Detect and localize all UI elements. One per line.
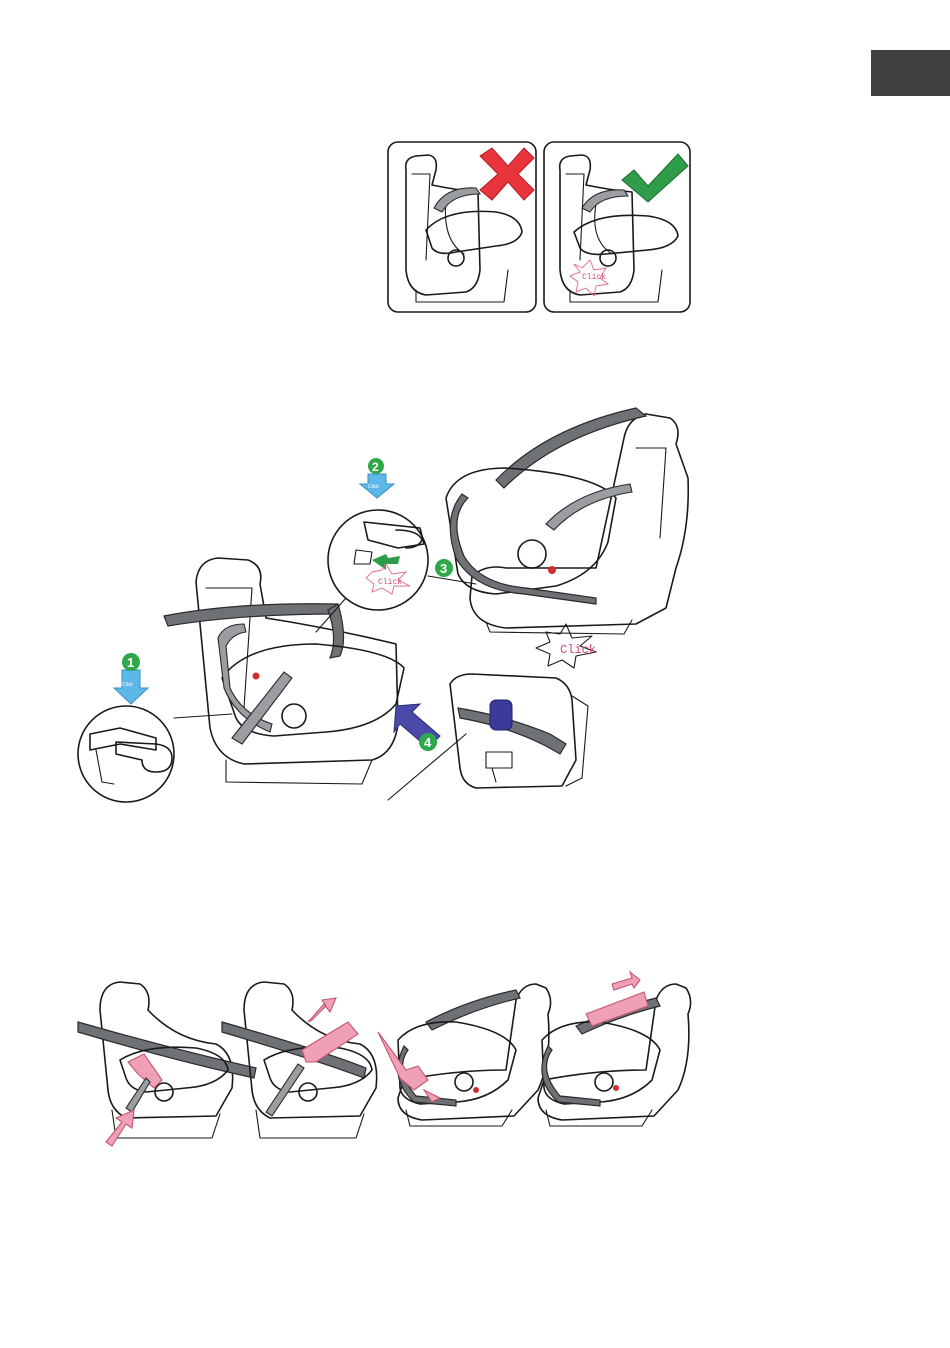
- right-panel: Click: [544, 142, 690, 312]
- installation-illustration: Click 1 Click: [76, 388, 696, 808]
- cross-icon: [480, 148, 534, 200]
- car-seat-with-carrier-left: [164, 558, 404, 784]
- wrong-panel: [388, 142, 536, 312]
- car-seat-with-carrier-top: Click: [446, 408, 688, 668]
- step-2-arrow-text: Click: [368, 484, 379, 490]
- step-4-number: 4: [424, 735, 432, 750]
- step-2-number: 2: [372, 460, 379, 474]
- step-4-arrow: 4: [394, 704, 440, 751]
- language-tab: [871, 50, 950, 96]
- tightening-step-4: [538, 972, 691, 1126]
- tightening-step-1: [78, 982, 256, 1146]
- step-2-arrow: 2 Click: [360, 458, 394, 498]
- step-1-number: 1: [127, 655, 134, 670]
- step-3-badge: 3: [435, 559, 453, 577]
- tightening-step-3: [378, 984, 551, 1126]
- belt-tightening-illustration: [76, 970, 696, 1155]
- step-3-number: 3: [440, 561, 447, 576]
- step-1-arrow: 1 Click: [114, 653, 148, 704]
- wrong-right-illustration: Click: [386, 140, 692, 315]
- tightening-step-2: [222, 982, 377, 1138]
- click-label-base: Click: [560, 643, 596, 657]
- click-label-right-panel: Click: [582, 273, 606, 282]
- click-label-detail: Click: [378, 578, 402, 587]
- step-1-arrow-text: Click: [122, 682, 133, 688]
